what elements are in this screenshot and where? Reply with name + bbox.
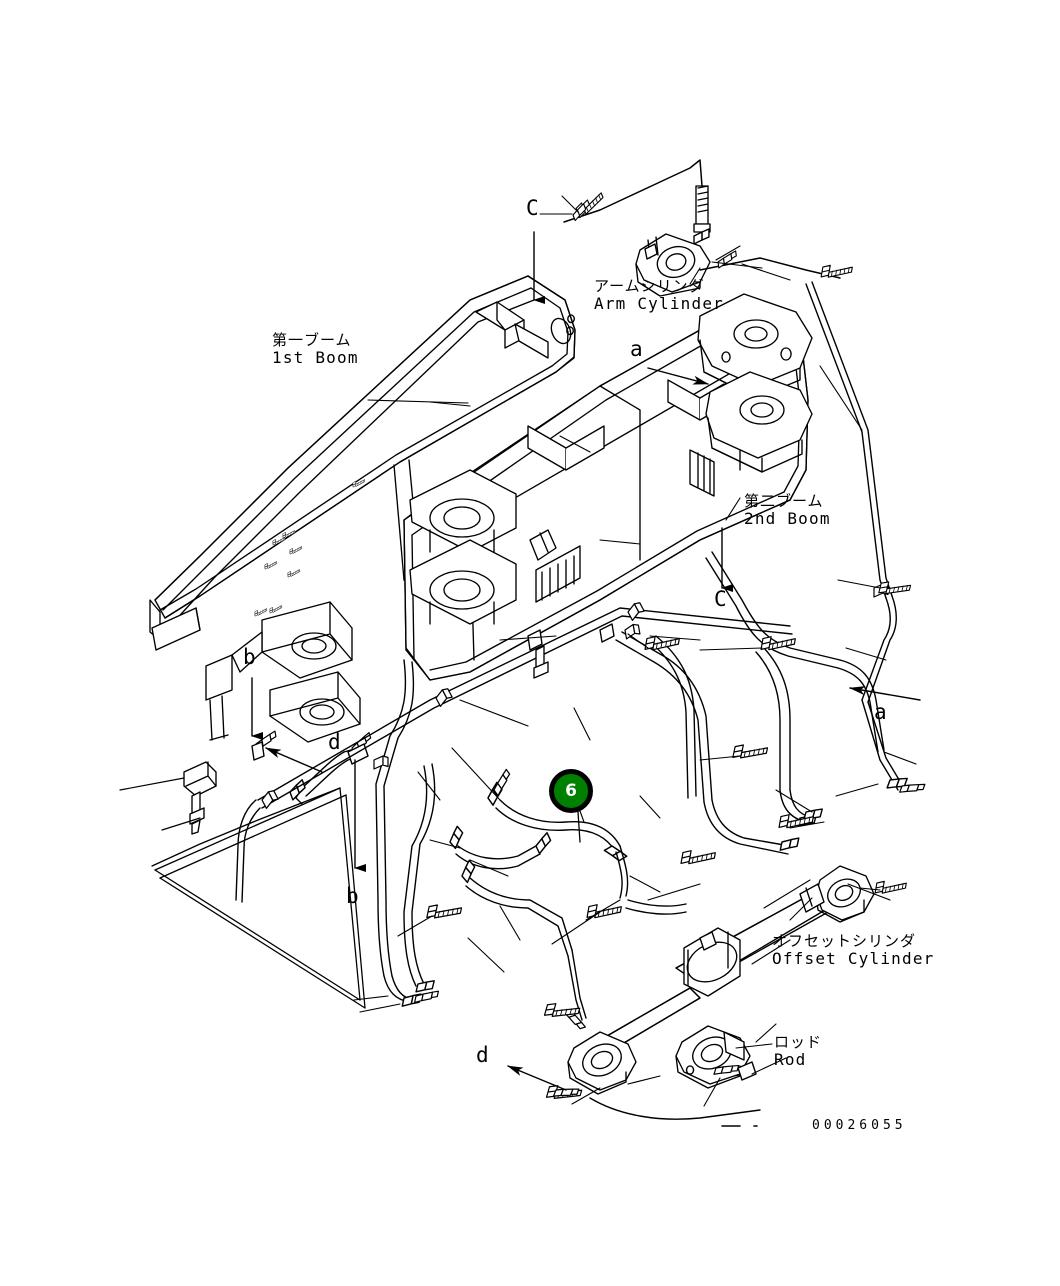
bolt-group xyxy=(426,577,912,1107)
label-first-boom: 第一ブーム 1st Boom xyxy=(272,332,359,367)
label-second-boom-jp: 第二ブーム xyxy=(744,492,824,510)
arm-connection-bracket xyxy=(697,293,813,473)
hose-bottom-right-pair xyxy=(755,647,824,831)
second-boom-body xyxy=(403,311,809,681)
boom-foot-bracket-left xyxy=(149,599,361,743)
hose-left-lower xyxy=(373,659,440,1011)
section-arrow-d-lower xyxy=(507,1065,567,1091)
label-arm-cylinder: アームシリンダ Arm Cylinder xyxy=(594,278,724,313)
offset-cylinder xyxy=(567,865,875,1095)
hose-center-lower xyxy=(482,768,629,899)
hose-mid-right xyxy=(615,622,800,855)
label-offset-cylinder-en: Offset Cylinder xyxy=(772,948,935,968)
section-mark-c-top: C xyxy=(526,196,539,220)
label-rod: ロッド Rod xyxy=(774,1034,822,1069)
label-first-boom-en: 1st Boom xyxy=(272,347,359,367)
label-second-boom-en: 2nd Boom xyxy=(744,508,831,528)
hose-left-diagonal-pair xyxy=(151,787,366,1009)
section-mark-d-lower: d xyxy=(476,1043,489,1067)
label-first-boom-jp: 第一ブーム xyxy=(272,331,352,349)
section-mark-a-right: a xyxy=(874,700,887,724)
first-boom-body xyxy=(154,275,576,625)
label-offset-cylinder-jp: オフセットシリンダ xyxy=(772,932,917,950)
label-offset-cylinder: オフセットシリンダ Offset Cylinder xyxy=(772,933,935,968)
hose-top-right xyxy=(563,159,711,245)
section-mark-d-upper: d xyxy=(328,730,341,754)
section-arrow-d-upper xyxy=(265,747,323,773)
section-mark-c-middle: C xyxy=(714,587,727,611)
section-arrow-a-right xyxy=(849,686,921,701)
label-arm-cylinder-jp: アームシリンダ xyxy=(594,277,705,295)
section-arrow-a-upper xyxy=(647,367,709,385)
rod-eye-part xyxy=(675,1025,751,1089)
section-mark-b-upper: b xyxy=(243,645,256,669)
arm-cylinder-eye xyxy=(635,233,711,297)
hose-center-lower-2 xyxy=(444,825,555,870)
label-arm-cylinder-en: Arm Cylinder xyxy=(594,293,724,313)
callout-leader xyxy=(577,811,581,843)
text-label-leaders xyxy=(689,267,813,1043)
hose-long-diagonal xyxy=(235,600,793,903)
hose-to-cylinder xyxy=(552,899,761,1120)
label-rod-jp: ロッド xyxy=(774,1033,823,1051)
label-second-boom: 第二ブーム 2nd Boom xyxy=(744,493,831,528)
label-rod-en: Rod xyxy=(774,1049,807,1069)
hose-right-inner-run xyxy=(705,551,885,753)
leader-lines xyxy=(353,195,917,1107)
drawing-number: 00026055 xyxy=(812,1118,907,1133)
hose-mid-right-2 xyxy=(647,635,697,799)
hose-right-long-run xyxy=(805,281,926,801)
hose-left-lower-2 xyxy=(403,763,436,997)
callout-marker-6[interactable]: 6 xyxy=(549,769,593,813)
left-fitting-cluster xyxy=(119,730,279,835)
section-mark-b-lower: b xyxy=(346,884,359,908)
hose-center-bottom xyxy=(456,859,587,1033)
section-mark-a-upper: a xyxy=(630,337,643,361)
